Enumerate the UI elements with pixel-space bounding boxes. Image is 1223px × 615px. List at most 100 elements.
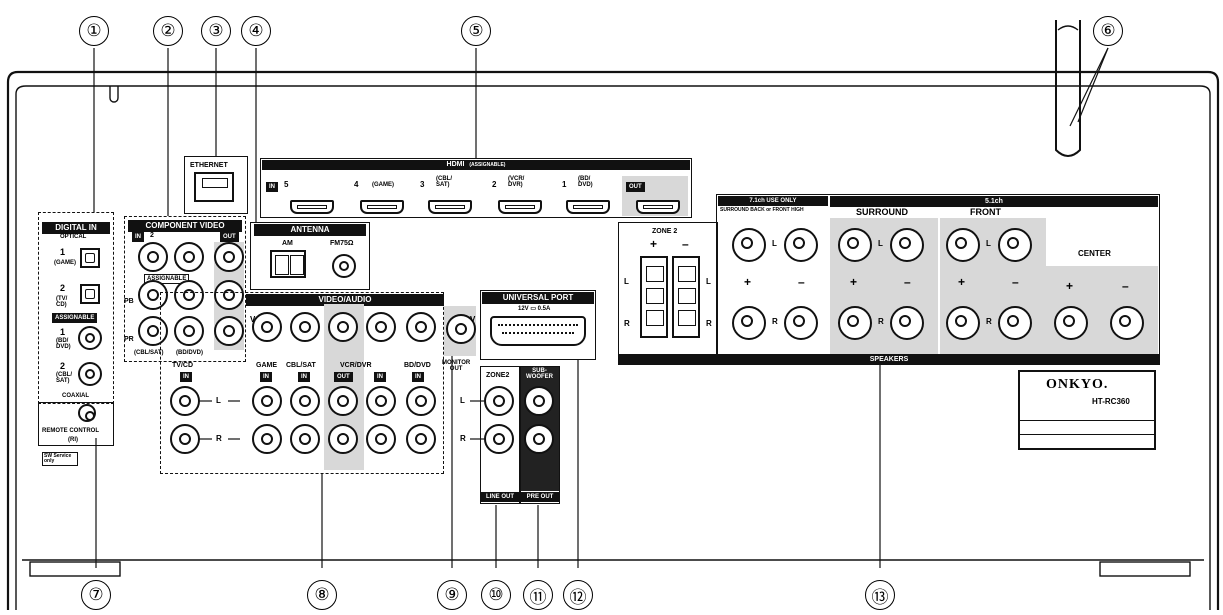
bd-dvd-video-jack: [406, 312, 436, 342]
hdmi-port1-source: (BD/ DVD): [578, 176, 593, 188]
hdmi-out-tag: OUT: [626, 182, 645, 192]
front-minus-label: –: [1012, 275, 1019, 289]
bd-dvd-in-tag: IN: [412, 372, 424, 382]
tv-cd-audio-l-jack: [170, 386, 200, 416]
optical-in2-jack: [80, 284, 100, 304]
universal-port-connector: [490, 316, 586, 346]
antenna-fm-label: FM75Ω: [330, 240, 354, 247]
monitor-out-video-jack: [446, 314, 476, 344]
sb-r-label: R: [772, 317, 778, 326]
vcr-dvr-out-video-jack: [328, 312, 358, 342]
vcr-dvr-out-audio-r-jack: [328, 424, 358, 454]
audio-l-label: L: [216, 396, 221, 405]
component-assignable-tag: ASSIGNABLE: [144, 274, 190, 284]
surround-r-plus-terminal: [838, 306, 872, 340]
ethernet-port: [194, 172, 234, 202]
ethernet-title: ETHERNET: [190, 162, 228, 169]
bd-dvd-label: BD/DVD: [404, 362, 431, 369]
surround-minus-label: –: [904, 275, 911, 289]
audio-r-label: R: [216, 434, 222, 443]
component-in-tag: IN: [132, 232, 144, 242]
component-pb-label: PB: [124, 298, 134, 305]
sb-r-plus-terminal: [732, 306, 766, 340]
zone2-terminal-minus: [672, 256, 700, 338]
hdmi-port4-source: (GAME): [372, 182, 394, 188]
hdmi-title: HDMI: [446, 161, 465, 168]
callout-4: ④: [241, 16, 271, 46]
hdmi-title-bar: HDMI (ASSIGNABLE): [262, 160, 690, 170]
component-y-in1-jack: [174, 242, 204, 272]
front-plus-label: +: [958, 275, 966, 289]
digital-in2-source: (TV/ CD): [56, 296, 68, 308]
callout-2: ②: [153, 16, 183, 46]
component-pr-in1-jack: [174, 316, 204, 346]
monitor-out-v-label: V: [470, 315, 476, 324]
front-l-plus-terminal: [946, 228, 980, 262]
hdmi-in-tag: IN: [266, 182, 278, 192]
digital-in3-number: 1: [60, 327, 66, 337]
game-in-tag: IN: [260, 372, 272, 382]
line-out-r-label: R: [460, 434, 466, 443]
front-r-label: R: [986, 317, 992, 326]
bd-dvd-audio-l-jack: [406, 386, 436, 416]
vcr-dvr-in-audio-l-jack: [366, 386, 396, 416]
coaxial-label: COAXIAL: [62, 393, 89, 399]
component-video-title: COMPONENT VIDEO: [128, 220, 242, 232]
hdmi-in3-port: [428, 200, 472, 214]
callout-3: ③: [201, 16, 231, 46]
game-video-jack: [252, 312, 282, 342]
cbl-sat-audio-r-jack: [290, 424, 320, 454]
tv-cd-audio-r-jack: [170, 424, 200, 454]
game-audio-r-jack: [252, 424, 282, 454]
zone2-minus-label: –: [682, 237, 689, 251]
hdmi-in4-port: [360, 200, 404, 214]
monitor-out-label: MONITOR OUT: [442, 360, 471, 372]
zone2-speaker-title: ZONE 2: [652, 228, 678, 235]
center-minus-terminal: [1110, 306, 1144, 340]
speakers-51-header: 5.1ch: [830, 196, 1158, 207]
antenna-am-label: AM: [282, 240, 293, 247]
remote-control-ri: (RI): [68, 437, 78, 443]
remote-control-label: REMOTE CONTROL: [42, 428, 99, 434]
subwoofer-pre-out-2-jack: [524, 424, 554, 454]
zone2-r-label: R: [624, 319, 630, 328]
surround-label: SURROUND: [856, 207, 909, 217]
front-l-label: L: [986, 239, 991, 248]
zone2-plus-label: +: [650, 237, 658, 251]
sb-l-plus-terminal: [732, 228, 766, 262]
surround-r-minus-terminal: [890, 306, 924, 340]
antenna-title: ANTENNA: [254, 224, 366, 236]
video-audio-title: VIDEO/AUDIO: [246, 294, 444, 306]
callout-10: ⑩: [481, 580, 511, 610]
callout-5: ⑤: [461, 16, 491, 46]
center-plus-label: +: [1066, 279, 1074, 293]
zone2-terminal-plus: [640, 256, 668, 338]
antenna-group: [250, 222, 370, 290]
video-audio-group: [160, 292, 444, 474]
front-r-minus-terminal: [998, 306, 1032, 340]
surround-plus-label: +: [850, 275, 858, 289]
bd-dvd-audio-r-jack: [406, 424, 436, 454]
vcr-dvr-in-video-jack: [366, 312, 396, 342]
line-out-group: [480, 366, 520, 504]
zone2-l-right-label: L: [706, 277, 711, 286]
surround-l-plus-terminal: [838, 228, 872, 262]
hdmi-port3-source: (CBL/ SAT): [436, 176, 452, 188]
digital-in2-number: 2: [60, 283, 66, 293]
hdmi-port5-number: 5: [284, 180, 289, 189]
vcr-dvr-label: VCR/DVR: [340, 362, 372, 369]
tv-cd-label: TV/CD: [172, 362, 193, 369]
am-terminal: [270, 250, 306, 278]
digital-in-title: DIGITAL IN: [42, 222, 110, 234]
digital-in1-source: (GAME): [54, 260, 76, 266]
surround-l-label: L: [878, 239, 883, 248]
remote-control-group: [38, 402, 114, 446]
component-pb-out-jack: [214, 280, 244, 310]
zone2-l-label: L: [624, 277, 629, 286]
component-out-tag: OUT: [220, 232, 239, 242]
sb-r-minus-terminal: [784, 306, 818, 340]
subwoofer-label: SUB- WOOFER: [526, 368, 553, 380]
callout-6: ⑥: [1093, 16, 1123, 46]
hdmi-in2-port: [498, 200, 542, 214]
